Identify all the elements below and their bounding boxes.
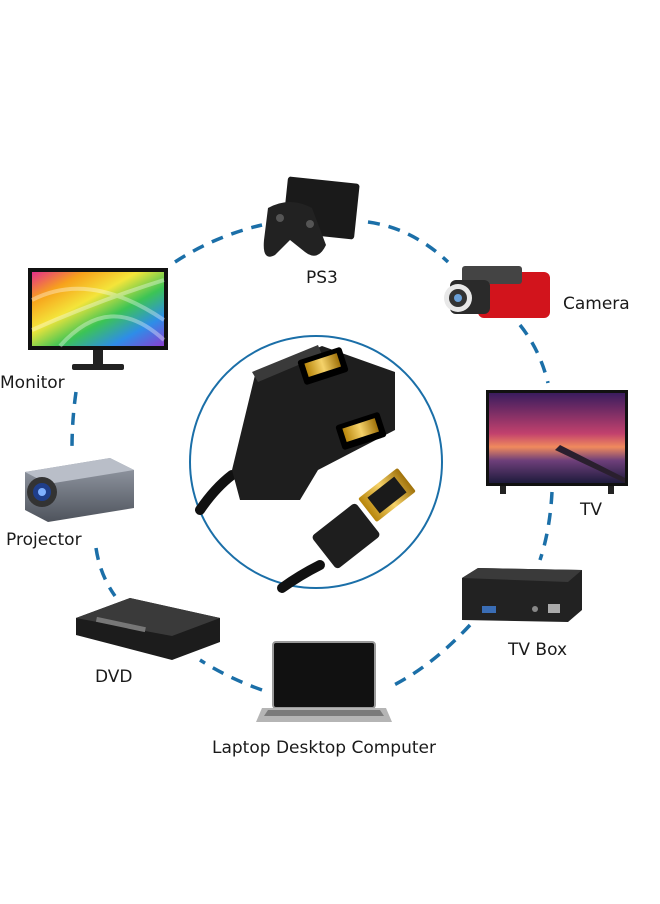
projector-icon [25, 458, 134, 522]
tv-icon [486, 390, 628, 494]
label-laptop-desktop-computer: Laptop Desktop Computer [212, 738, 436, 758]
label-monitor: Monitor [0, 373, 65, 393]
dashed-connector-ring [70, 220, 554, 692]
label-projector: Projector [6, 530, 82, 550]
label-dvd: DVD [95, 667, 133, 687]
label-tv-box: TV Box [508, 640, 568, 660]
camcorder-icon [444, 266, 550, 318]
tv-box-icon [462, 568, 582, 622]
dvd-player-icon [76, 598, 220, 660]
laptop-icon [256, 641, 392, 722]
label-tv: TV [580, 500, 603, 520]
monitor-icon [28, 268, 168, 370]
hdmi-splitter-cable-icon [189, 335, 443, 593]
game-console-icon [263, 176, 360, 257]
label-ps3: PS3 [306, 268, 338, 288]
label-camera: Camera [563, 294, 630, 314]
